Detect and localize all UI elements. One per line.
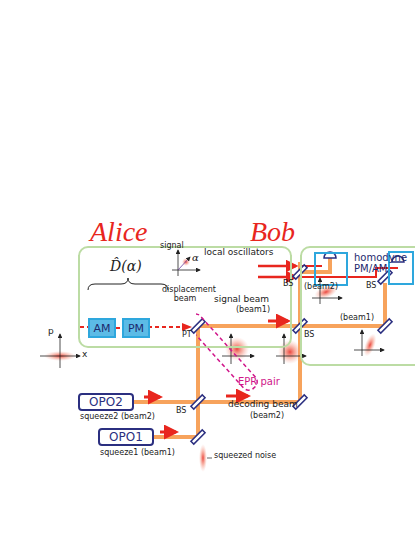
party-heading: Bob	[250, 218, 295, 246]
annotation-label: α	[192, 252, 199, 263]
annotation-label: PT	[182, 331, 192, 340]
annotation-label: (beam2)	[250, 412, 284, 421]
annotation-label: decoding beam	[228, 400, 298, 410]
party-heading: Alice	[90, 218, 148, 246]
annotation-label: p	[48, 327, 54, 337]
bob-region: Bobhomodyne PM/AM	[300, 246, 415, 366]
modulator-box: PM	[122, 318, 150, 338]
phase-space-axes	[40, 250, 384, 368]
epr-pair: EPR pair	[196, 302, 288, 402]
annotation-label: BS	[366, 282, 376, 291]
annotation-label: squeezed noise	[214, 452, 276, 461]
beam-arrows	[144, 321, 288, 432]
annotation-label: BS	[176, 407, 186, 416]
epr-label: EPR pair	[238, 376, 280, 387]
opo-label: OPO1	[109, 430, 143, 444]
annotation-label: displacement beam	[162, 286, 208, 304]
annotation-label: x	[82, 350, 87, 360]
opo-label: OPO2	[89, 395, 123, 409]
annotation-label: signal	[160, 242, 184, 251]
annotation-label: (beam1)	[236, 306, 270, 315]
modulator-box: AM	[88, 318, 116, 338]
annotation-label: squeeze1 (beam1)	[100, 449, 175, 458]
noise-leader	[207, 458, 212, 459]
annotation-label: signal beam	[214, 295, 269, 305]
epr-outline	[196, 302, 288, 402]
annotation-label: BS	[304, 331, 314, 340]
annotation-label: (beam1)	[340, 314, 374, 323]
modulator-label: PM	[128, 322, 144, 335]
annotation-label: squeeze2 (beam2)	[80, 413, 155, 422]
modulator-label: AM	[93, 322, 110, 335]
annotation-label: (beam2)	[304, 283, 338, 292]
homodyne-box: homodyne PM/AM	[314, 252, 348, 286]
opo-box: OPO1	[98, 428, 154, 446]
brace	[88, 278, 168, 290]
annotation-label: D̂(α)	[110, 259, 142, 274]
annotation-label: local oscillators	[204, 248, 273, 258]
opo-box: OPO2	[78, 393, 134, 411]
annotation-label: BS	[283, 280, 293, 289]
detector-label: homodyne PM/AM	[354, 252, 406, 274]
